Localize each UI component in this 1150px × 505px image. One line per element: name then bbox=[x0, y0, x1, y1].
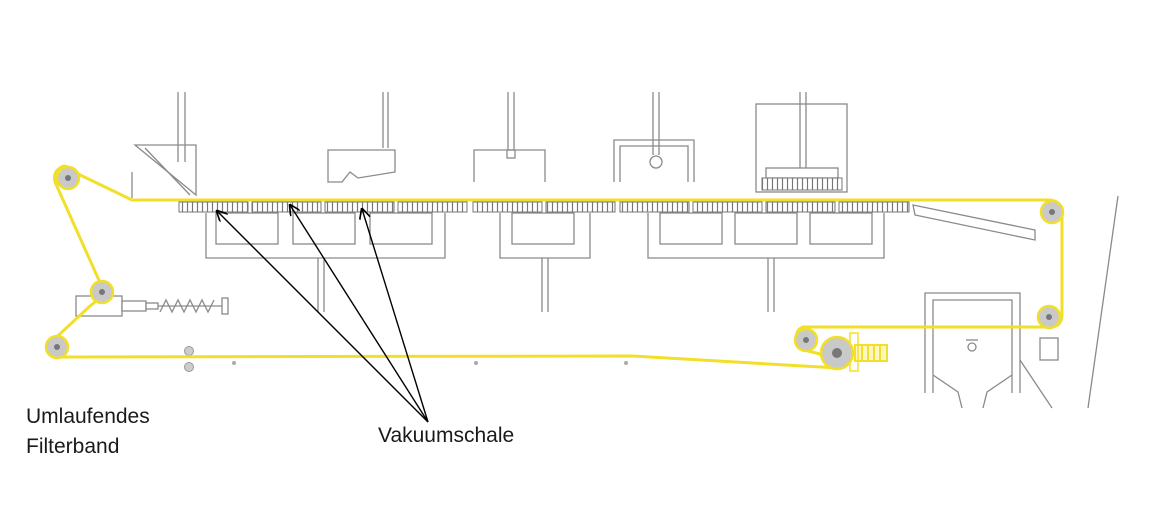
feed-station-4 bbox=[613, 92, 695, 182]
vacuum-tray-label: Vakuumschale bbox=[378, 424, 515, 447]
vacuum-tray-arrows bbox=[217, 205, 429, 423]
vacuum-tray bbox=[397, 201, 468, 213]
vacuum-tray bbox=[472, 201, 543, 213]
filter-belt-label-line2: Filterband bbox=[26, 435, 120, 458]
discharge-scraper bbox=[912, 204, 1036, 241]
frame-strut bbox=[1019, 359, 1053, 409]
vacuum-trays bbox=[178, 201, 910, 213]
feed-station-2 bbox=[327, 92, 396, 183]
feed-station-3 bbox=[473, 92, 546, 182]
vacuum-tray bbox=[178, 201, 249, 213]
vacuum-tray bbox=[324, 201, 395, 213]
filter-belt-label: Umlaufendes Filterband bbox=[26, 406, 150, 466]
vacuum-tray bbox=[545, 201, 616, 213]
vacuum-tray bbox=[692, 201, 763, 213]
vacuum-boxes bbox=[205, 212, 885, 312]
vacuum-tray bbox=[619, 201, 690, 213]
cake-hopper bbox=[924, 292, 1059, 409]
feed-station-1 bbox=[133, 92, 197, 197]
vacuum-tray bbox=[251, 201, 322, 213]
vacuum-tray bbox=[765, 201, 836, 213]
frame-strut bbox=[1087, 195, 1119, 409]
belt-rollers bbox=[44, 165, 1065, 371]
filter-belt bbox=[45, 164, 1064, 372]
filter-belt-label-line1: Umlaufendes bbox=[26, 405, 150, 428]
support-rollers bbox=[184, 346, 628, 372]
vacuum-tray bbox=[838, 201, 910, 213]
hood-station bbox=[755, 92, 848, 193]
